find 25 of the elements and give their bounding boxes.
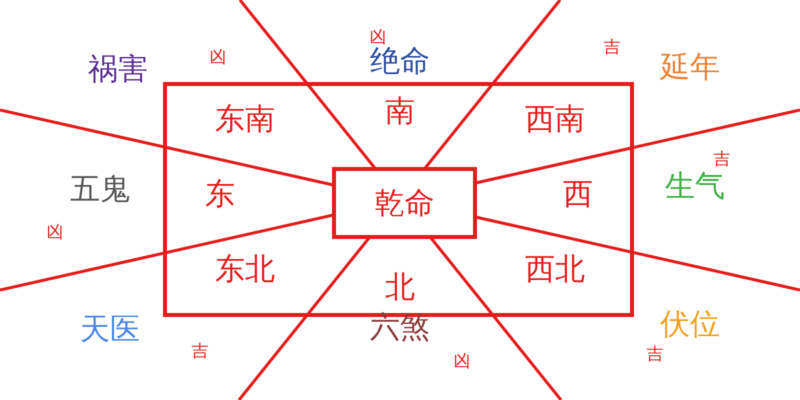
fortune-mark: 吉 xyxy=(714,152,730,168)
star-name: 天医 xyxy=(80,315,140,345)
direction-label: 西 xyxy=(563,180,593,210)
direction-label: 西南 xyxy=(525,105,585,135)
direction-label: 南 xyxy=(385,97,415,127)
star-name: 生气 xyxy=(665,172,725,202)
star-name: 伏位 xyxy=(660,310,720,340)
fortune-mark: 凶 xyxy=(46,224,64,242)
direction-label: 东南 xyxy=(215,105,275,135)
star-name: 六煞 xyxy=(370,313,430,343)
fortune-mark: 吉 xyxy=(192,344,208,360)
star-name: 祸害 xyxy=(88,55,148,85)
star-name: 绝命 xyxy=(370,47,430,77)
center-box: 乾命 xyxy=(332,167,477,239)
fortune-mark: 凶 xyxy=(454,354,470,370)
fortune-mark: 吉 xyxy=(604,40,620,56)
star-name: 五鬼 xyxy=(70,175,130,205)
direction-label: 东 xyxy=(205,180,235,210)
fortune-mark: 凶 xyxy=(210,50,226,66)
direction-label: 东北 xyxy=(215,255,275,285)
direction-label: 西北 xyxy=(525,255,585,285)
fortune-mark: 凶 xyxy=(370,30,386,46)
direction-label: 北 xyxy=(385,273,415,303)
fortune-mark: 吉 xyxy=(646,346,664,364)
star-name: 延年 xyxy=(660,53,720,83)
